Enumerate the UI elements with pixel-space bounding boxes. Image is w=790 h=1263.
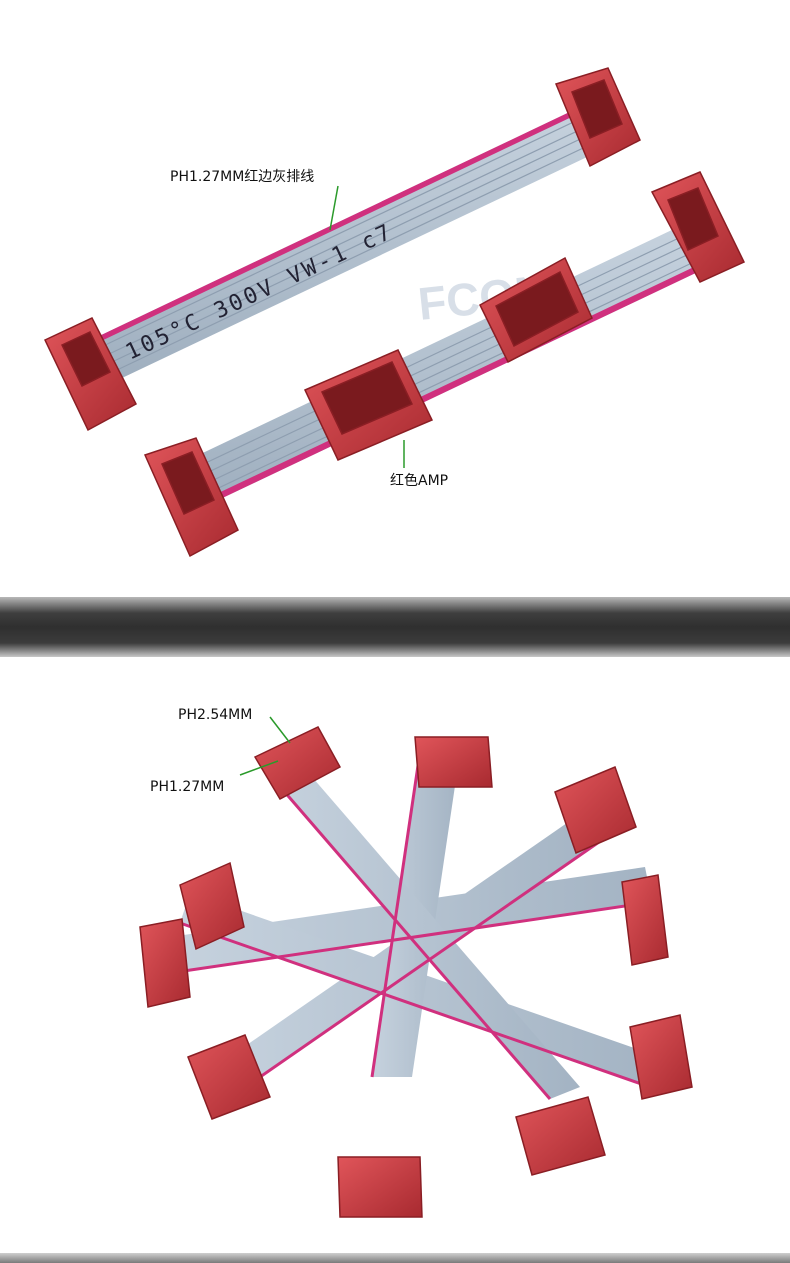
star-connector-right <box>621 874 669 966</box>
pitch-254-callout: PH2.54MM <box>178 707 253 723</box>
star-connector-top <box>414 736 493 788</box>
pitch-callout-lines <box>239 716 291 776</box>
connector-lower-left <box>143 437 239 558</box>
star-connector-bottom <box>337 1156 423 1218</box>
amp-connector-left <box>303 349 434 461</box>
star-connector-upper-left <box>179 861 245 951</box>
amp-connector-right <box>479 256 593 364</box>
ribbon-cable-callout: PH1.27MM红边灰排线 <box>170 169 315 185</box>
ribbon-stripes <box>176 751 653 1100</box>
cable-print-text: 105°C 300V VW-1 c7 <box>122 219 398 365</box>
amp-connector-callout: 红色AMP <box>390 473 449 489</box>
callout-line-ribbon <box>329 185 339 231</box>
connector-lower-right <box>650 171 746 283</box>
star-connector-upper-right <box>554 766 637 855</box>
star-connector-left <box>139 918 191 1008</box>
star-connector-top-left <box>253 726 342 800</box>
connector-upper-right <box>554 67 641 168</box>
product-photo-bottom: PH2.54MM PH1.27MM <box>0 657 790 1253</box>
bottom-bar <box>0 1253 790 1263</box>
ribbon-star <box>170 752 660 1099</box>
star-connector-lower-right <box>629 1014 693 1100</box>
section-divider <box>0 597 790 657</box>
star-connector-lower-left <box>187 1034 271 1120</box>
pitch-127-callout: PH1.27MM <box>150 779 225 795</box>
star-connector-bottom-right <box>515 1096 606 1176</box>
product-photo-top: 105°C 300V VW-1 c7 FCON <box>0 0 790 597</box>
connector-upper-left <box>43 317 138 432</box>
